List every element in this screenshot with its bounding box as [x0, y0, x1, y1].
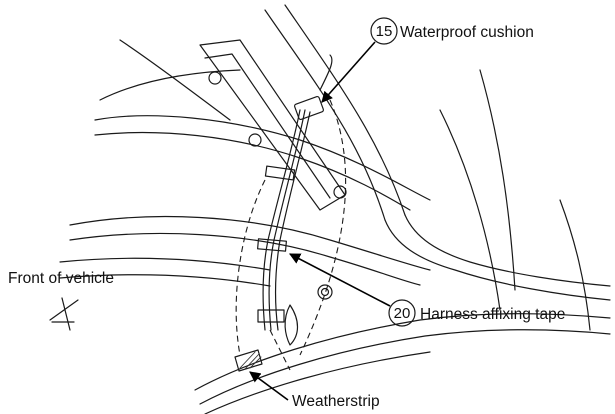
callout-number-circle-15	[370, 17, 398, 45]
body-panel-outline	[59, 4, 611, 331]
front-direction-icon	[49, 297, 79, 331]
callout-label-20: Harness affixing tape	[420, 306, 565, 323]
routing-guides	[235, 99, 347, 371]
callout-number-15: 15	[376, 23, 393, 40]
tape-bottom	[257, 309, 285, 323]
callout-harness-affixing-tape: 20 Harness affixing tape	[289, 253, 565, 327]
waterproof-cushion-part	[294, 95, 324, 121]
callout-waterproof-cushion: 15 Waterproof cushion	[321, 17, 534, 103]
callout-number-20: 20	[394, 305, 411, 322]
bolt-markers	[208, 71, 347, 300]
tape-upper	[264, 165, 296, 181]
wiring-harness	[257, 54, 333, 331]
leader-line-weatherstrip	[249, 371, 289, 401]
callout-number-circle-20	[388, 299, 416, 327]
callout-weatherstrip: Weatherstrip	[249, 371, 380, 410]
front-of-vehicle-label: Front of vehicle	[8, 270, 114, 287]
callout-label-15: Waterproof cushion	[400, 24, 534, 41]
leader-line-20	[289, 253, 391, 307]
weatherstrip-label: Weatherstrip	[292, 393, 380, 410]
leader-line-15	[321, 41, 376, 103]
tape-lower	[257, 238, 287, 252]
